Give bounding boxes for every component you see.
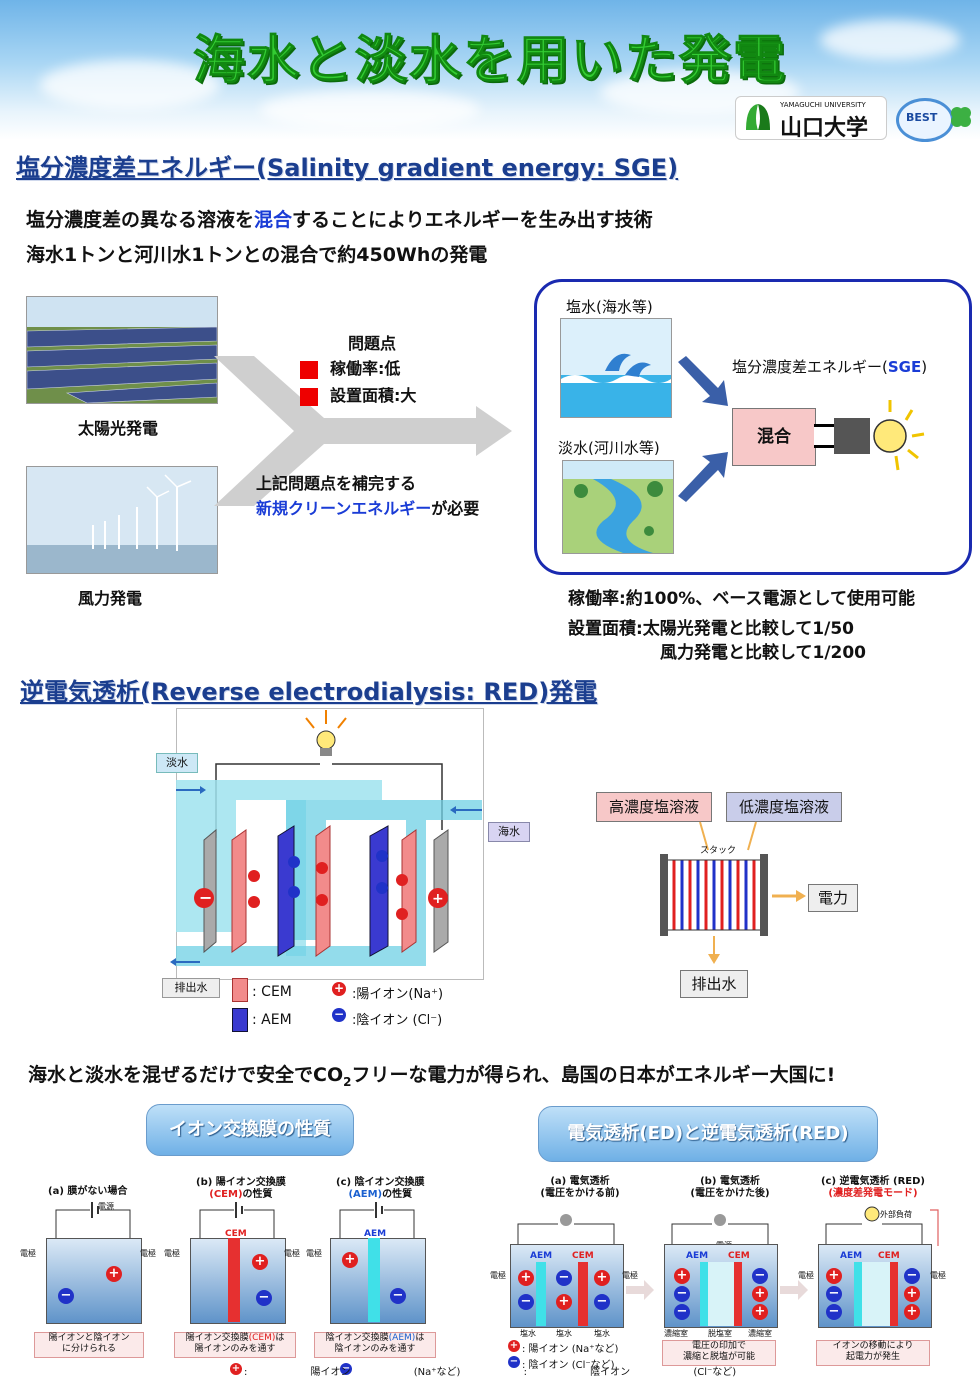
- ion-b-note: 陽イオン交換膜(CEM)は 陽イオンのみを通す: [174, 1332, 296, 1358]
- ion-b-title: (b) 陽イオン交換膜(CEM)の性質: [196, 1177, 286, 1200]
- cation-icon: +: [342, 1252, 358, 1268]
- ion-c-note: 陰イオン交換膜(AEM)は 陰イオンのみを通す: [314, 1332, 436, 1358]
- anion-legend: :陰イオン (Cl⁻): [352, 1013, 443, 1028]
- anion-icon: −: [390, 1288, 406, 1304]
- svg-text:−: −: [199, 888, 212, 907]
- mix-box: 混合: [732, 408, 816, 466]
- ion-membrane-heading: イオン交換膜の性質: [146, 1104, 354, 1156]
- red-heading: 逆電気透析(Reverse electrodialysis: RED)発電: [20, 678, 598, 706]
- stack-label: スタック: [700, 846, 737, 856]
- page-title: 海水と淡水を用いた発電: [192, 31, 787, 92]
- drain-box: 排出水: [680, 970, 748, 998]
- ion-c-title: (c) 陰イオン交換膜(AEM)の性質: [336, 1177, 425, 1200]
- problem-title: 問題点: [348, 334, 397, 353]
- ed-c-title: (c) 逆電気透析 (RED)(濃度差発電モード): [820, 1176, 925, 1199]
- ed-legend-neg: : 陰イオン (Cl⁻など): [522, 1360, 615, 1371]
- solar-label: 太陽光発電: [78, 419, 159, 438]
- cation-icon: +: [230, 1363, 242, 1375]
- anion-icon: −: [340, 1363, 352, 1375]
- river-illustration: [562, 460, 674, 554]
- ed-legend-pos: : 陽イオン (Na⁺など): [522, 1344, 619, 1355]
- bulb-socket: [834, 418, 870, 454]
- high-conc-box: 高濃度塩溶液: [596, 792, 712, 822]
- cation-icon: +: [106, 1266, 122, 1282]
- power-box: 電力: [808, 884, 858, 912]
- ed-tank-a: [510, 1244, 624, 1328]
- best-logo: BEST: [896, 96, 976, 142]
- aem-swatch: [232, 1008, 248, 1032]
- low-conc-box: 低濃度塩溶液: [726, 792, 842, 822]
- ed-a-title: (a) 電気透析(電圧をかける前): [540, 1176, 620, 1199]
- sge-heading: 塩分濃度差エネルギー(Salinity gradient energy: SGE…: [16, 154, 679, 182]
- stat-1: 稼働率:約100%、ベース電源として使用可能: [568, 589, 915, 609]
- sge-label: 塩分濃度差エネルギー(SGE): [732, 358, 928, 376]
- merge-arrow: [214, 356, 512, 506]
- light-bulb-icon: [873, 400, 925, 471]
- sea-illustration: [560, 318, 672, 418]
- cation-icon: +: [508, 1340, 520, 1352]
- complement-2: 新規クリーンエネルギーが必要: [256, 499, 480, 518]
- ed-red-heading: 電気透析(ED)と逆電気透析(RED): [538, 1106, 878, 1162]
- ion-a-note: 陽イオンと陰イオン に分けられる: [34, 1332, 144, 1358]
- anion-icon: −: [58, 1288, 74, 1304]
- aem-membrane: [368, 1238, 380, 1322]
- cem-legend: : CEM: [252, 984, 292, 1000]
- cem-membrane: [228, 1238, 240, 1322]
- problem-1: 稼働率:低: [300, 355, 400, 379]
- univ-en: YAMAGUCHI UNIVERSITY: [780, 101, 866, 109]
- red-cell-diagram: − +: [170, 710, 482, 966]
- anion-icon: −: [332, 1007, 346, 1022]
- wind-photo: [26, 466, 218, 574]
- ion-a-title: (a) 膜がない場合: [48, 1186, 128, 1197]
- solar-photo: [26, 296, 218, 404]
- cem-swatch: [232, 978, 248, 1002]
- sge-diagram-box: [534, 279, 972, 575]
- anion-icon: −: [256, 1290, 272, 1306]
- svg-text:+: +: [432, 891, 444, 907]
- drain-tag: 排出水: [162, 978, 220, 998]
- ed-b-note: 電圧の印加で 濃縮と脱塩が可能: [662, 1340, 776, 1366]
- fresh-water-label: 淡水(河川水等): [558, 439, 660, 457]
- stat-2: 設置面積:太陽光発電と比較して1/50: [568, 619, 854, 639]
- ed-c-note: イオンの移動により 起電力が発生: [816, 1340, 930, 1366]
- ion-legend: : 陽イオン (Na⁺など) : 陰イオン (Cl⁻など): [244, 1367, 737, 1378]
- univ-jp: 山口大学: [780, 116, 869, 141]
- cation-icon: +: [332, 981, 346, 996]
- complement-1: 上記問題点を補完する: [256, 474, 417, 493]
- sky-banner: [0, 0, 980, 140]
- fresh-water-tag: 淡水: [156, 753, 198, 773]
- aem-legend: : AEM: [252, 1012, 292, 1028]
- stack-diagram: [660, 821, 806, 964]
- mix-arrows: [678, 356, 728, 502]
- problem-2: 設置面積:大: [300, 382, 416, 406]
- cation-icon: +: [252, 1254, 268, 1270]
- stat-3: 風力発電と比較して1/200: [660, 643, 867, 663]
- cation-legend: :陽イオン(Na⁺): [352, 987, 444, 1002]
- key-statement: 海水と淡水を混ぜるだけで安全でCO2フリーな電力が得られ、島国の日本がエネルギー…: [28, 1064, 836, 1089]
- sge-description-1: 塩分濃度差の異なる溶液を混合することによりエネルギーを生み出す技術: [26, 209, 653, 231]
- ed-b-title: (b) 電気透析(電圧をかけた後): [690, 1176, 770, 1199]
- sea-water-tag: 海水: [488, 822, 530, 842]
- tank-a: [46, 1238, 142, 1324]
- wind-label: 風力発電: [78, 589, 143, 608]
- salt-water-label: 塩水(海水等): [566, 298, 653, 316]
- anion-icon: −: [508, 1356, 520, 1368]
- yamaguchi-logo: YAMAGUCHI UNIVERSITY 山口大学: [735, 96, 887, 141]
- sge-description-2: 海水1トンと河川水1トンとの混合で約450Whの発電: [26, 244, 488, 266]
- leaf-logo-icon: [746, 104, 770, 130]
- clover-icon: [951, 107, 971, 127]
